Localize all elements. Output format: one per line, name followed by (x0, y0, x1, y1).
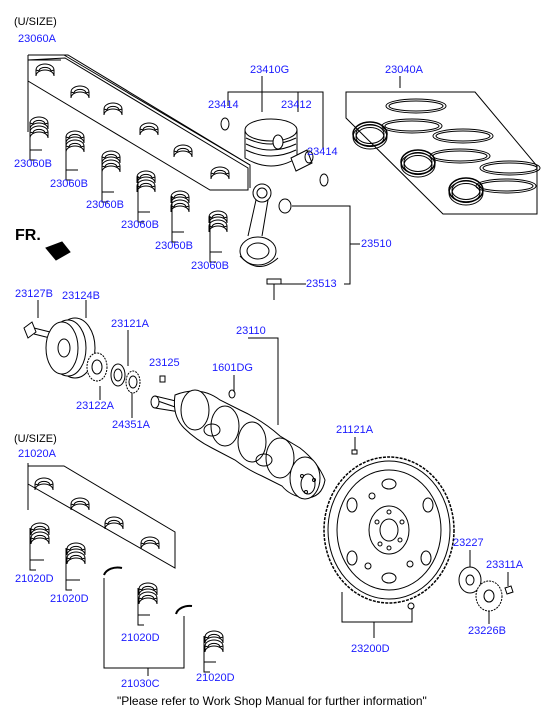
part-label-bearing-b-2[interactable]: 23060B (50, 178, 88, 190)
part-label-piston-assy[interactable]: 23410G (250, 64, 290, 76)
front-arrow (45, 241, 71, 261)
part-label-main-bearing-set[interactable]: 21020A (18, 448, 56, 460)
part-label-key[interactable]: 23125 (149, 357, 180, 369)
part-label-sprocket-key[interactable]: 23121A (111, 318, 149, 330)
upper-bearing-panel (27, 54, 251, 191)
drive-plate-drawing (323, 437, 455, 638)
part-label-bearing-b-1[interactable]: 23060B (14, 158, 52, 170)
part-label-bearing-b-5[interactable]: 23060B (155, 240, 193, 252)
part-label-main-bearing-d-2[interactable]: 21020D (50, 593, 89, 605)
lower-bearing-panel (27, 463, 224, 676)
part-label-main-bearing-d-1[interactable]: 21020D (15, 573, 54, 585)
part-label-main-bearing-d-4[interactable]: 21020D (196, 672, 235, 684)
part-label-spacer[interactable]: 23226B (468, 625, 506, 637)
part-label-sprocket[interactable]: 23122A (76, 400, 114, 412)
pulley-group-drawing (23, 300, 166, 418)
connecting-rod-drawing (239, 183, 360, 300)
footer-note: "Please refer to Work Shop Manual for fu… (117, 694, 427, 708)
part-label-conrod-assy[interactable]: 23510 (361, 238, 392, 250)
adapter-plate-drawing (458, 550, 514, 624)
part-label-bearing-b-4[interactable]: 23060B (121, 219, 159, 231)
part-label-drive-plate[interactable]: 23200D (351, 643, 390, 655)
part-label-plate-bolt[interactable]: 23311A (486, 559, 524, 571)
part-label-bearing-b-3[interactable]: 23060B (86, 199, 124, 211)
part-label-main-bearing-d-3[interactable]: 21020D (121, 632, 160, 644)
part-label-bearing-set-top[interactable]: 23060A (18, 33, 56, 45)
part-label-pulley-bolt[interactable]: 23127B (15, 288, 53, 300)
part-label-thrust-washer[interactable]: 21030C (121, 678, 160, 690)
upper-usize-label: (U/SIZE) (14, 16, 57, 28)
part-label-adapter-plate[interactable]: 23227 (453, 537, 484, 549)
part-label-pin[interactable]: 23412 (281, 99, 312, 111)
ring-set-panel (345, 76, 541, 215)
crankshaft-drawing (150, 337, 326, 500)
part-label-conrod-bolt[interactable]: 23513 (306, 278, 337, 290)
part-label-flywheel-pin[interactable]: 21121A (336, 424, 374, 436)
part-label-ring-set[interactable]: 23040A (385, 64, 423, 76)
part-label-damper-pulley[interactable]: 23124B (62, 290, 100, 302)
part-label-bearing-b-6[interactable]: 23060B (191, 260, 229, 272)
part-label-ring-gear-disc[interactable]: 24351A (112, 419, 150, 431)
upper-bearing-halves (29, 116, 228, 263)
lower-usize-label: (U/SIZE) (14, 433, 57, 445)
part-label-snap-ring-left[interactable]: 23414 (208, 99, 239, 111)
piston-assembly-drawing (220, 76, 329, 187)
part-label-crankshaft[interactable]: 23110 (236, 325, 266, 337)
part-label-snap-ring-right[interactable]: 23414 (307, 146, 338, 158)
front-label: FR. (15, 227, 41, 244)
part-label-dowel[interactable]: 1601DG (212, 362, 253, 374)
